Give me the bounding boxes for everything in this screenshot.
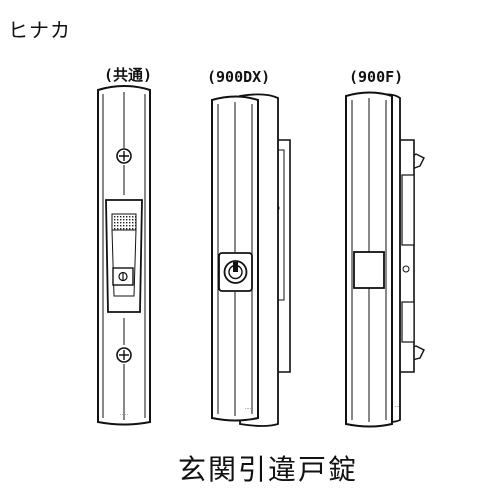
svg-text:····: ···· (395, 404, 402, 410)
key-cylinder-icon (223, 260, 248, 284)
label-common-model: (共通) (104, 66, 153, 84)
label-900f-model: (900F) (349, 68, 404, 86)
label-900dx-model: (900DX) (207, 68, 271, 86)
svg-text:····: ···· (245, 406, 252, 412)
lock-900dx: ···· (211, 93, 291, 427)
product-caption: 玄関引違戸錠 (178, 453, 359, 486)
screw-icon (116, 148, 132, 164)
svg-text:·····: ····· (120, 412, 128, 418)
lock-common: ····· (97, 85, 151, 426)
screw-icon (116, 347, 132, 363)
brand-logo-text: ヒナカ (8, 18, 71, 42)
lock-900f: ···· (345, 91, 425, 428)
